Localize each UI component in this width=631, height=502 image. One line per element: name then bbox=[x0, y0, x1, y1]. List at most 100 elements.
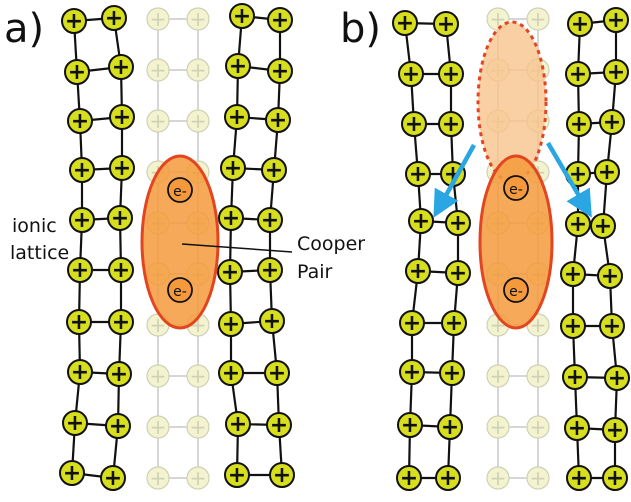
panel-b-left-ion-column: ++++++++++++++++++++ bbox=[392, 10, 471, 491]
ion-charge-symbol: + bbox=[530, 415, 547, 439]
ion-charge-symbol: + bbox=[71, 360, 89, 385]
ion-charge-symbol: + bbox=[228, 105, 246, 130]
ion-charge-symbol: + bbox=[409, 162, 427, 187]
ion: + bbox=[526, 7, 550, 31]
ion-charge-symbol: + bbox=[261, 208, 279, 233]
ion-charge-symbol: + bbox=[70, 310, 88, 335]
ion-charge-symbol: + bbox=[71, 258, 89, 283]
ion: + bbox=[433, 11, 459, 37]
ion-charge-symbol: + bbox=[569, 62, 587, 87]
ion-charge-symbol: + bbox=[405, 112, 423, 137]
ion: + bbox=[438, 111, 464, 137]
ion: + bbox=[229, 3, 255, 29]
ion: + bbox=[225, 411, 251, 437]
ion-charge-symbol: + bbox=[150, 58, 167, 82]
ion-charge-symbol: + bbox=[71, 109, 89, 134]
ion-charge-symbol: + bbox=[111, 206, 129, 231]
left-attraction-arrow bbox=[433, 143, 476, 218]
ion: + bbox=[604, 365, 630, 391]
ion-charge-symbol: + bbox=[190, 415, 207, 439]
ion-charge-symbol: + bbox=[444, 162, 462, 187]
ion-charge-symbol: + bbox=[490, 364, 507, 388]
ion: + bbox=[109, 104, 135, 130]
ion-charge-symbol: + bbox=[150, 364, 167, 388]
ion-charge-symbol: + bbox=[263, 309, 281, 334]
ion: + bbox=[257, 257, 283, 283]
ion: + bbox=[146, 7, 170, 31]
ion: + bbox=[257, 207, 283, 233]
panel-a-electron-2-label: e- bbox=[173, 284, 187, 300]
ion: + bbox=[399, 310, 425, 336]
ion-charge-symbol: + bbox=[105, 6, 123, 31]
ion: + bbox=[566, 465, 592, 491]
ion: + bbox=[399, 359, 425, 385]
ion-charge-symbol: + bbox=[443, 361, 461, 386]
ion: + bbox=[401, 111, 427, 137]
ion-charge-symbol: + bbox=[570, 466, 588, 491]
ion-charge-symbol: + bbox=[530, 364, 547, 388]
ion-charge-symbol: + bbox=[221, 260, 239, 285]
panel-a-right-ion-column: ++++++++++++++++++++ bbox=[217, 3, 295, 488]
ion: + bbox=[186, 7, 210, 31]
ion-charge-symbol: + bbox=[268, 361, 286, 386]
panel-b-cooper-pair bbox=[478, 154, 554, 330]
ion-charge-symbol: + bbox=[401, 413, 419, 438]
right-attraction-arrow bbox=[546, 141, 592, 218]
ion-charge-symbol: + bbox=[150, 109, 167, 133]
ion: + bbox=[486, 7, 510, 31]
ion-charge-symbol: + bbox=[437, 12, 455, 37]
ion-charge-symbol: + bbox=[190, 466, 207, 490]
ion: + bbox=[599, 109, 625, 135]
ion-charge-symbol: + bbox=[270, 413, 288, 438]
ion-charge-symbol: + bbox=[490, 7, 507, 31]
ion: + bbox=[565, 61, 591, 87]
ion: + bbox=[259, 308, 285, 334]
ion: + bbox=[186, 58, 210, 82]
ion-charge-symbol: + bbox=[490, 415, 507, 439]
panel-a-left-ion-column: ++++++++++++++++++++ bbox=[59, 5, 135, 491]
ion: + bbox=[64, 59, 90, 85]
ion-charge-symbol: + bbox=[606, 418, 624, 443]
panel-b-label: b) bbox=[340, 6, 381, 52]
ion: + bbox=[146, 109, 170, 133]
ion-charge-symbol: + bbox=[222, 206, 240, 231]
ion-charge-symbol: + bbox=[73, 158, 91, 183]
ion: + bbox=[526, 415, 550, 439]
ion: + bbox=[397, 412, 423, 438]
ion: + bbox=[146, 466, 170, 490]
ion-charge-symbol: + bbox=[150, 466, 167, 490]
ion: + bbox=[225, 53, 251, 79]
ion-charge-symbol: + bbox=[73, 208, 91, 233]
ion: + bbox=[565, 211, 591, 237]
ion: + bbox=[567, 11, 593, 37]
ion-charge-symbol: + bbox=[566, 365, 584, 390]
ion-charge-symbol: + bbox=[601, 264, 619, 289]
ion: + bbox=[109, 155, 135, 181]
ion: + bbox=[603, 7, 629, 33]
panel-b-electron-2: e- bbox=[503, 277, 529, 303]
ion: + bbox=[526, 364, 550, 388]
ion: + bbox=[439, 360, 465, 386]
panel-a-electron-1: e- bbox=[167, 177, 193, 203]
ion-charge-symbol: + bbox=[442, 112, 460, 137]
ion-charge-symbol: + bbox=[445, 311, 463, 336]
ion-charge-symbol: + bbox=[190, 7, 207, 31]
ion: + bbox=[108, 54, 134, 80]
ion-charge-symbol: + bbox=[403, 311, 421, 336]
ion-charge-symbol: + bbox=[222, 361, 240, 386]
panel-b-electron-1: e- bbox=[503, 175, 529, 201]
ion: + bbox=[590, 213, 616, 239]
ion: + bbox=[69, 157, 95, 183]
ion: + bbox=[603, 59, 629, 85]
ion-charge-symbol: + bbox=[273, 463, 291, 488]
ion-charge-symbol: + bbox=[222, 312, 240, 337]
ion-charge-symbol: + bbox=[112, 55, 130, 80]
ion-charge-symbol: + bbox=[449, 211, 467, 236]
ion-charge-symbol: + bbox=[63, 461, 81, 486]
ion: + bbox=[108, 309, 134, 335]
ionic-lattice-label-line-2: lattice bbox=[10, 242, 69, 264]
panel-a: a) ++++++++++++++++++++ ++++++++++++++++… bbox=[4, 3, 365, 491]
ion: + bbox=[392, 10, 418, 36]
ion-charge-symbol: + bbox=[190, 364, 207, 388]
